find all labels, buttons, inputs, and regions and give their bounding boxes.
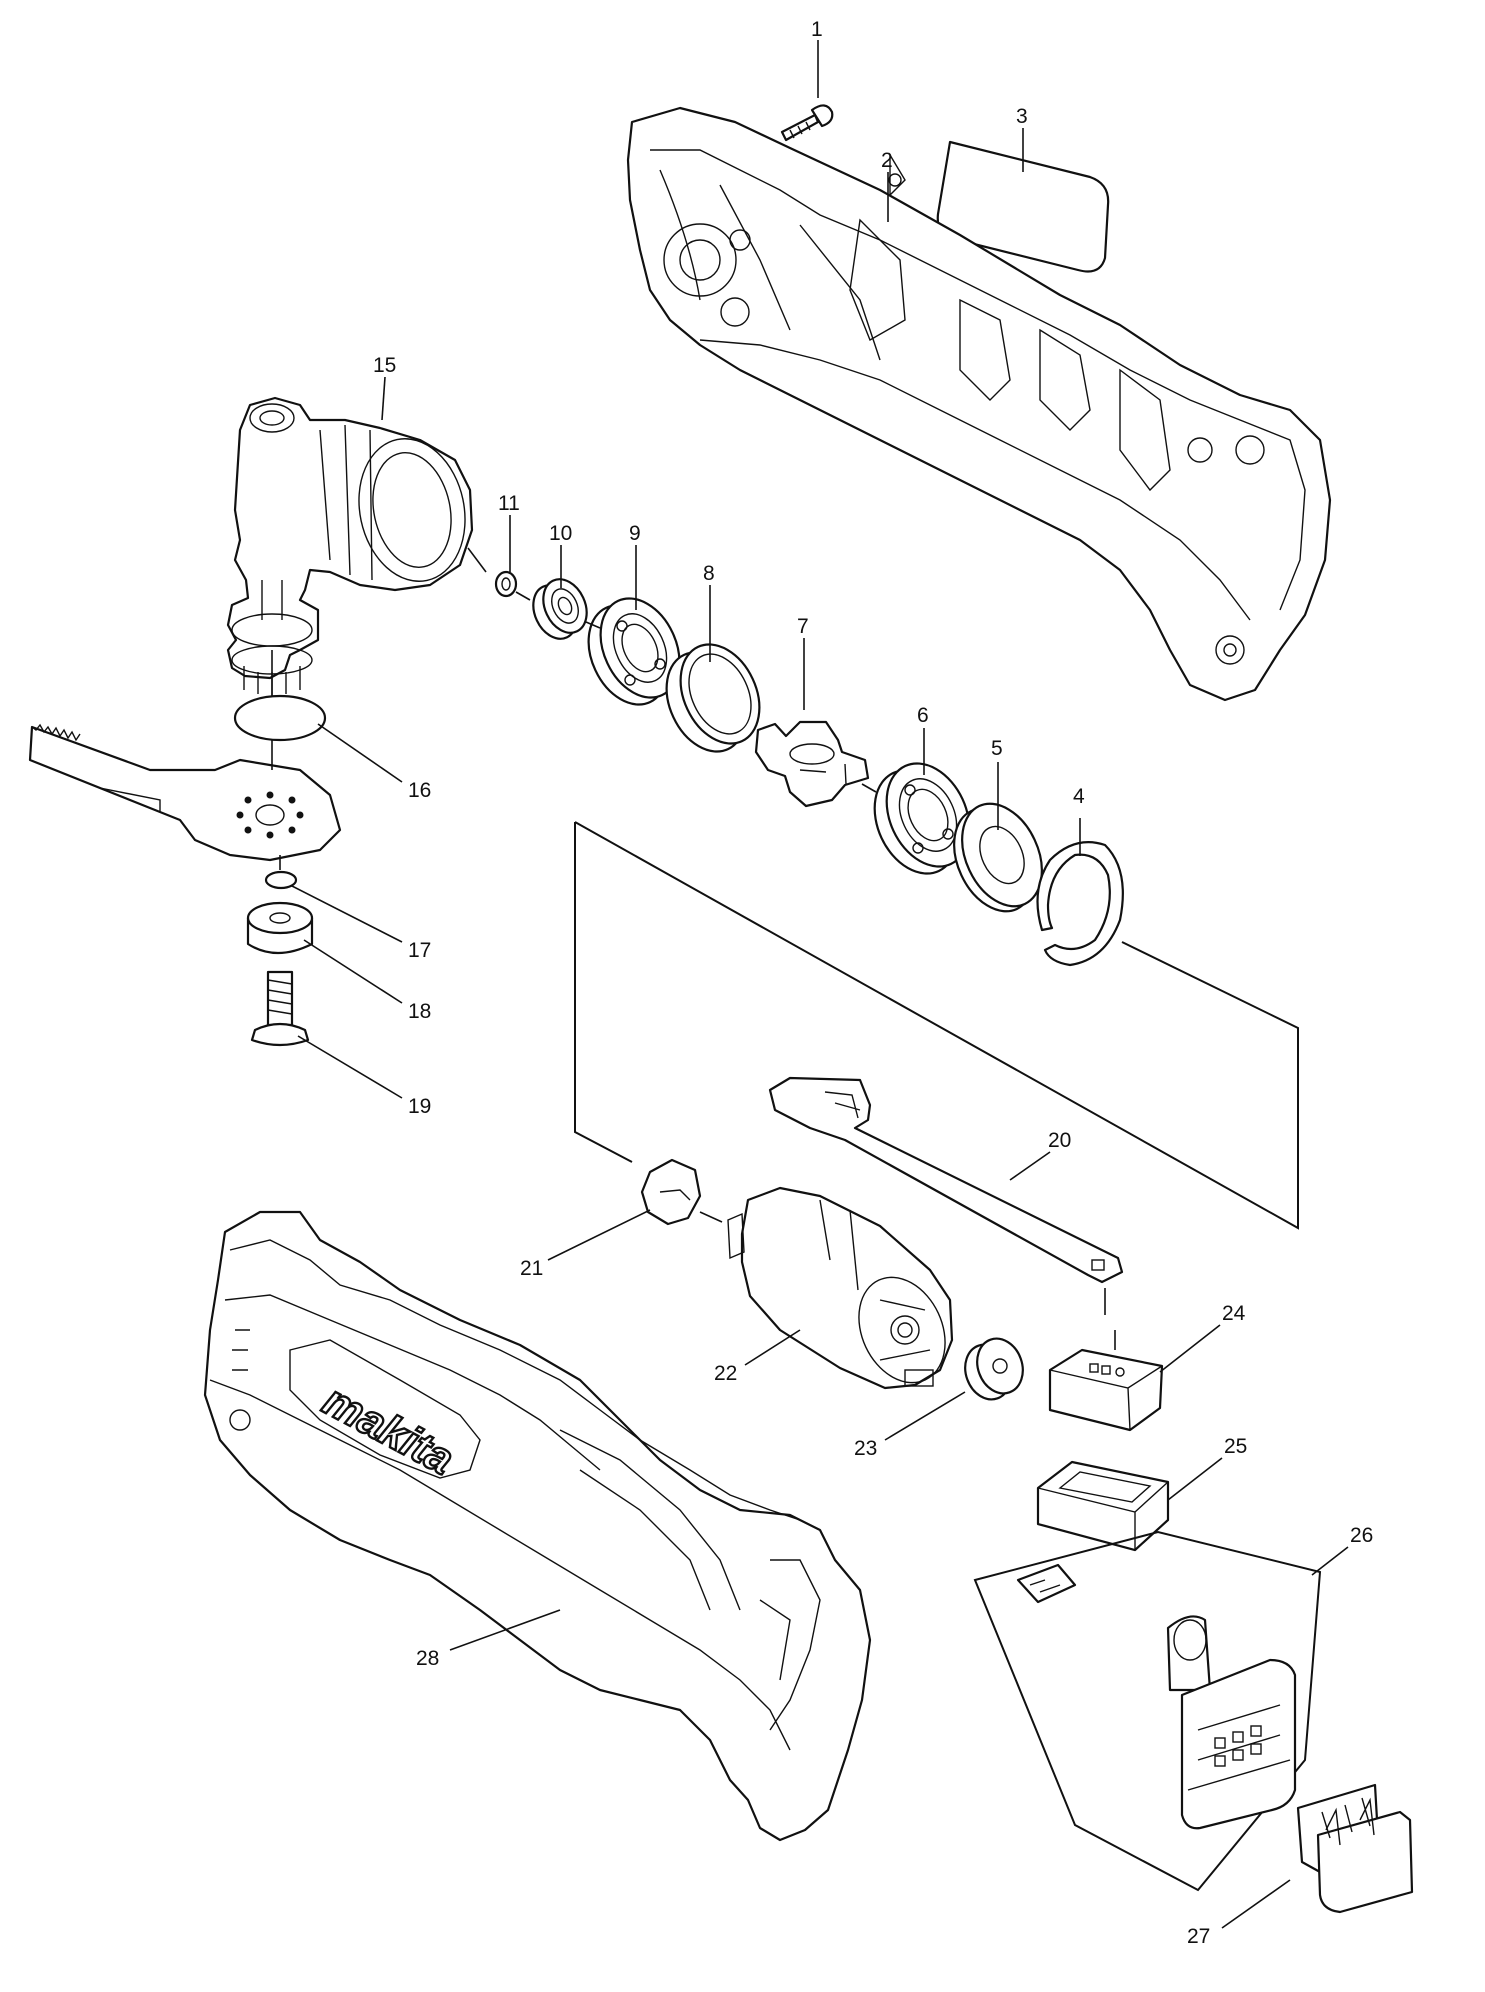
label-8: 8 — [703, 562, 715, 585]
part-22-motor — [727, 1186, 954, 1390]
assembly-outline — [574, 821, 1299, 1230]
label-28: 28 — [416, 1647, 439, 1670]
label-11: 11 — [498, 492, 520, 515]
part-10-small-bearing — [532, 578, 588, 640]
part-4-circlip — [1036, 841, 1124, 967]
part-5-washer — [953, 802, 1043, 913]
label-17: 17 — [408, 939, 431, 962]
part-17-o-ring — [264, 870, 298, 890]
label-9: 9 — [629, 522, 641, 545]
part-19-bolt — [250, 970, 310, 1047]
part-21-coupling — [640, 1158, 702, 1226]
part-6-ball-bearing — [873, 762, 971, 875]
part-15-gear-housing — [226, 396, 474, 696]
label-23: 23 — [854, 1437, 877, 1460]
part-labels: 1 2 3 4 5 6 7 8 9 10 11 15 16 17 18 19 2… — [373, 18, 1373, 1948]
label-16: 16 — [408, 779, 431, 802]
label-21: 21 — [520, 1257, 543, 1280]
label-25: 25 — [1224, 1435, 1247, 1458]
part-28-housing-with-logo: makita — [203, 1210, 872, 1842]
label-6: 6 — [917, 704, 929, 727]
part-7-eccentric-shaft — [754, 720, 870, 808]
part-18-flange — [246, 901, 314, 954]
part-11-retaining-ring — [494, 570, 518, 598]
part-24-switch — [1048, 1348, 1164, 1432]
part-1-screw — [780, 104, 834, 142]
label-22: 22 — [714, 1362, 737, 1385]
label-4: 4 — [1073, 785, 1085, 808]
label-27: 27 — [1187, 1925, 1210, 1948]
part-8-sleeve-ring — [665, 643, 761, 753]
part-23-damper — [964, 1337, 1024, 1401]
part-2-housing-half — [626, 106, 1332, 702]
part-26-controller-unit — [973, 1530, 1322, 1892]
part-20-switch-lever — [768, 1076, 1124, 1284]
part-27-terminal — [1296, 1783, 1414, 1914]
part-9-ball-bearing — [587, 597, 681, 706]
label-10: 10 — [549, 522, 572, 545]
part-25-switch-holder — [1036, 1460, 1170, 1552]
label-7: 7 — [797, 615, 809, 638]
label-20: 20 — [1048, 1129, 1071, 1152]
axis-lines — [271, 547, 1116, 1350]
part-16-saw-blade — [28, 694, 342, 862]
leader-lines — [291, 40, 1349, 1929]
label-26: 26 — [1350, 1524, 1373, 1547]
label-1: 1 — [811, 18, 823, 41]
label-5: 5 — [991, 737, 1003, 760]
label-18: 18 — [408, 1000, 431, 1023]
label-2: 2 — [881, 149, 893, 172]
label-19: 19 — [408, 1095, 431, 1118]
label-24: 24 — [1222, 1302, 1246, 1325]
label-3: 3 — [1016, 105, 1028, 128]
label-15: 15 — [373, 354, 396, 377]
